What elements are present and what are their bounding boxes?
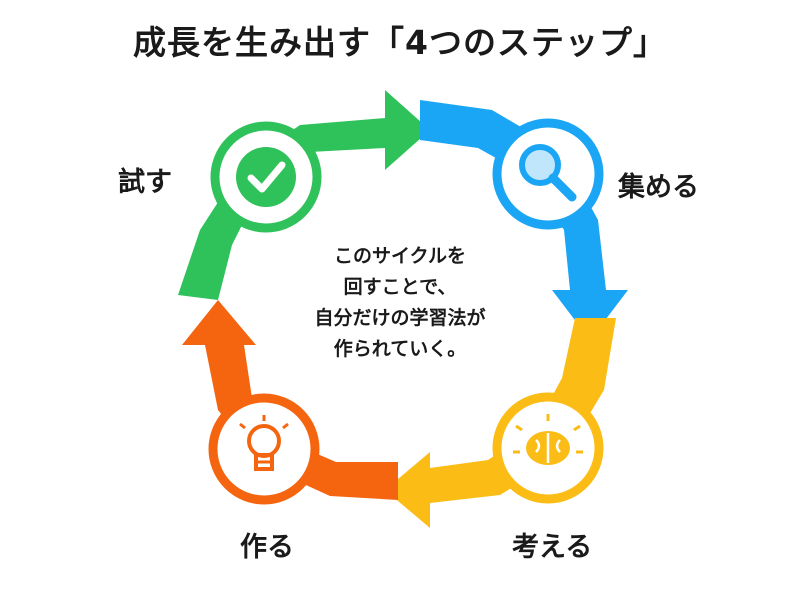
label-make: 作る — [240, 532, 294, 563]
center-line: このサイクルを — [333, 245, 467, 267]
center-line: 回すことで、 — [343, 276, 457, 298]
node-try — [210, 121, 322, 233]
arrow-make — [182, 300, 398, 500]
node-think — [492, 392, 604, 504]
lightbulb-icon — [239, 415, 289, 471]
brain-icon — [513, 414, 583, 465]
label-try: 試す — [118, 167, 172, 198]
magnifier-icon — [519, 144, 577, 202]
node-collect — [492, 118, 604, 230]
center-line: 作られていく。 — [333, 338, 467, 360]
node-make — [208, 393, 320, 505]
center-message: このサイクルを 回すことで、 自分だけの学習法が 作られていく。 — [285, 241, 515, 365]
page-title: 成長を生み出す「4つのステップ」 — [133, 23, 667, 62]
label-collect: 集める — [618, 172, 699, 203]
label-think: 考える — [512, 532, 593, 563]
arrow-think — [385, 318, 616, 528]
arrow-try — [178, 90, 430, 300]
center-line: 自分だけの学習法が — [314, 307, 486, 329]
arrow-collect — [420, 100, 628, 340]
check-icon — [236, 147, 296, 207]
